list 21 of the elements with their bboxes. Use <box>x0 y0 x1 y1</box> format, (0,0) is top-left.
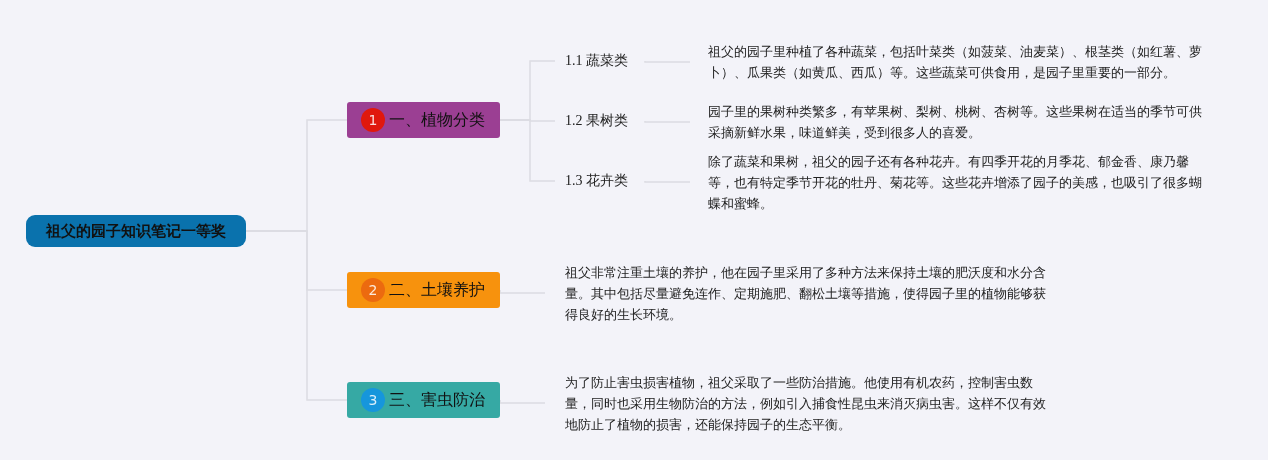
connector-line <box>499 399 546 404</box>
topic-box <box>347 382 500 418</box>
note-text: 为了防止害虫损害植物，祖父采取了一些防治措施。他使用有机农药，控制害虫数量，同时也采用生物防治的方法，例如引入捕食性昆虫来消灭病虫害。这样不仅有效地防止了植物的损害，还能保持园子的生态平衡。 <box>565 373 1047 434</box>
topic-label: 三、害虫防治 <box>389 389 485 411</box>
root-label: 祖父的园子知识笔记一等奖 <box>46 221 226 241</box>
number-badge: 1 <box>361 108 385 132</box>
topic-box <box>347 272 500 308</box>
subtopic-label: 1.2 果树类 <box>565 112 628 130</box>
root-box <box>26 215 246 247</box>
number-badge: 2 <box>361 278 385 302</box>
topic-label: 一、植物分类 <box>389 109 485 131</box>
topic-box <box>347 102 500 138</box>
connector-line <box>499 289 546 294</box>
note-text: 祖父非常注重土壤的养护，他在园子里采用了多种方法来保持土壤的肥沃度和水分含量。其中包括尽量避免连作、定期施肥、翻松土壤等措施，使得园子里的植物能够获得良好的生长环境。 <box>565 263 1047 324</box>
note-text: 园子里的果树种类繁多，有苹果树、梨树、桃树、杏树等。这些果树在适当的季节可供采摘新鲜水果，味道鲜美，受到很多人的喜爱。 <box>708 103 1203 142</box>
note-text: 祖父的园子里种植了各种蔬菜，包括叶菜类（如菠菜、油麦菜）、根茎类（如红薯、萝卜）、瓜果类（如黄瓜、西瓜）等。这些蔬菜可供食用，是园子里重要的一部分。 <box>708 43 1203 82</box>
number-badge: 3 <box>361 388 385 412</box>
subtopic-label: 1.3 花卉类 <box>565 172 628 190</box>
topic-label: 二、土壤养护 <box>389 279 485 301</box>
note-text: 除了蔬菜和果树，祖父的园子还有各种花卉。有四季开花的月季花、郁金香、康乃馨等，也有特定季节开花的牡丹、菊花等。这些花卉增添了园子的美感，也吸引了很多蝴蝶和蜜蜂。 <box>708 152 1203 213</box>
subtopic-label: 1.1 蔬菜类 <box>565 52 628 70</box>
